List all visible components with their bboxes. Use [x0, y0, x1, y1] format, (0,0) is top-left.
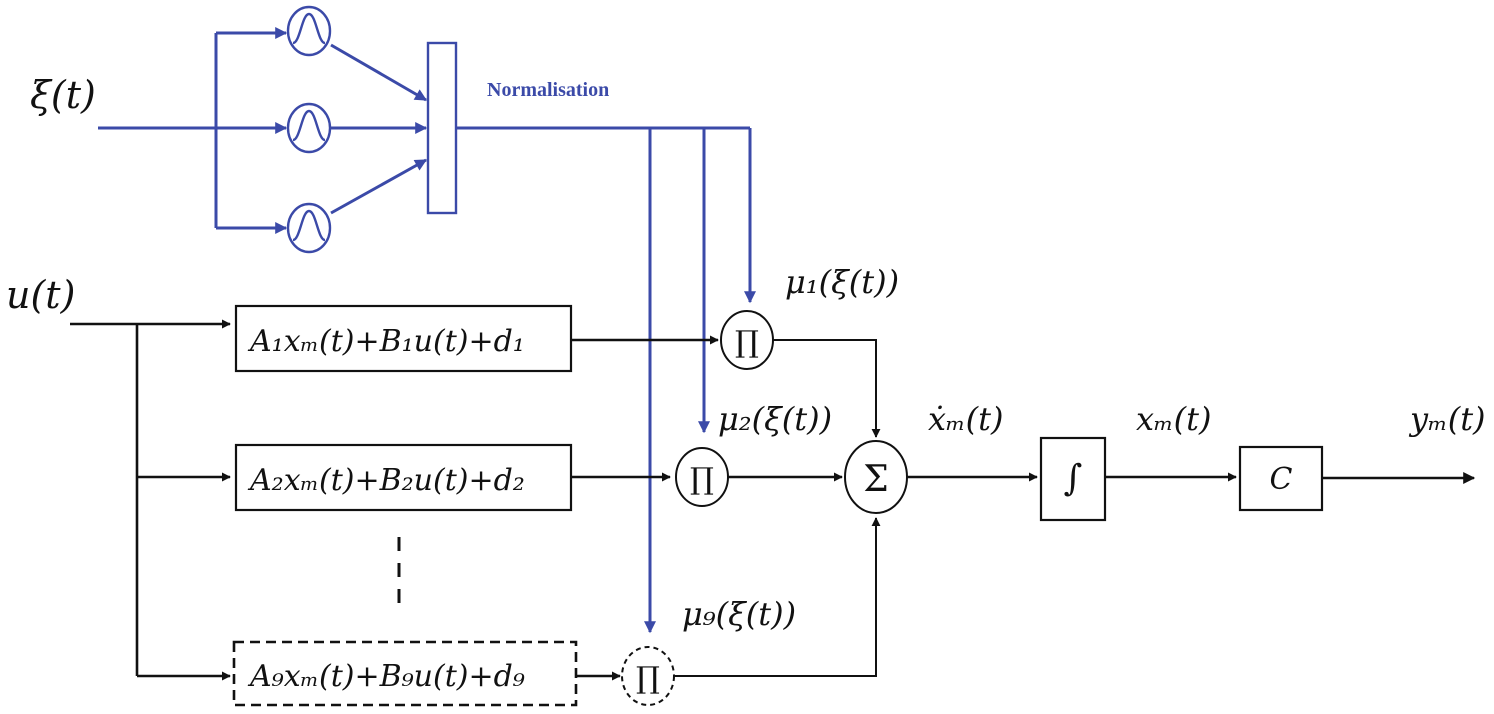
weight-9-label: μ₉(ξ(t)) — [682, 595, 796, 633]
mf1-to-norm-arrow — [330, 43, 428, 102]
gaussian-icon — [292, 12, 326, 45]
output-matrix-block — [1238, 445, 1324, 512]
integrator-block — [1039, 436, 1107, 522]
product-symbol-1: ∏ — [735, 325, 759, 360]
local-model-block-1 — [234, 304, 573, 373]
xi-input-label: ξ(t) — [30, 73, 96, 117]
model-2-expression: A₂xₘ(t)+B₂u(t)+d₂ — [247, 463, 525, 498]
xm-dot-label: ẋₘ(t) — [928, 400, 1004, 438]
product-symbol-9: ∏ — [636, 661, 660, 696]
sum-symbol: Σ — [863, 459, 888, 500]
local-model-block-2 — [234, 443, 573, 512]
normalisation-block — [426, 41, 458, 215]
ym-label: yₘ(t) — [1408, 400, 1486, 438]
local-model-section — [70, 304, 1476, 707]
membership-function-node-1 — [286, 5, 332, 57]
u-input-label: u(t) — [6, 273, 75, 317]
gaussian-icon — [292, 109, 326, 142]
integrator-symbol: ∫ — [1064, 458, 1083, 499]
weight-2-label: μ₂(ξ(t)) — [718, 400, 832, 438]
xm-label: xₘ(t) — [1136, 400, 1212, 438]
membership-function-node-3 — [286, 202, 332, 254]
membership-function-node-2 — [286, 102, 332, 154]
model-1-expression: A₁xₘ(t)+B₁u(t)+d₁ — [247, 324, 525, 359]
membership-section — [98, 5, 756, 634]
weight-1-label: μ₁(ξ(t)) — [785, 263, 899, 301]
product-symbol-2: ∏ — [690, 462, 714, 497]
product-9-to-sum — [674, 517, 881, 677]
model-9-expression: A₉xₘ(t)+B₉u(t)+d₉ — [247, 659, 525, 694]
normalisation-label: Normalisation — [487, 79, 609, 101]
local-model-block-9 — [232, 640, 578, 707]
mf3-to-norm-arrow — [330, 158, 428, 215]
output-matrix-label: C — [1270, 462, 1293, 497]
product-1-to-sum — [773, 339, 881, 438]
gaussian-icon — [292, 209, 326, 242]
